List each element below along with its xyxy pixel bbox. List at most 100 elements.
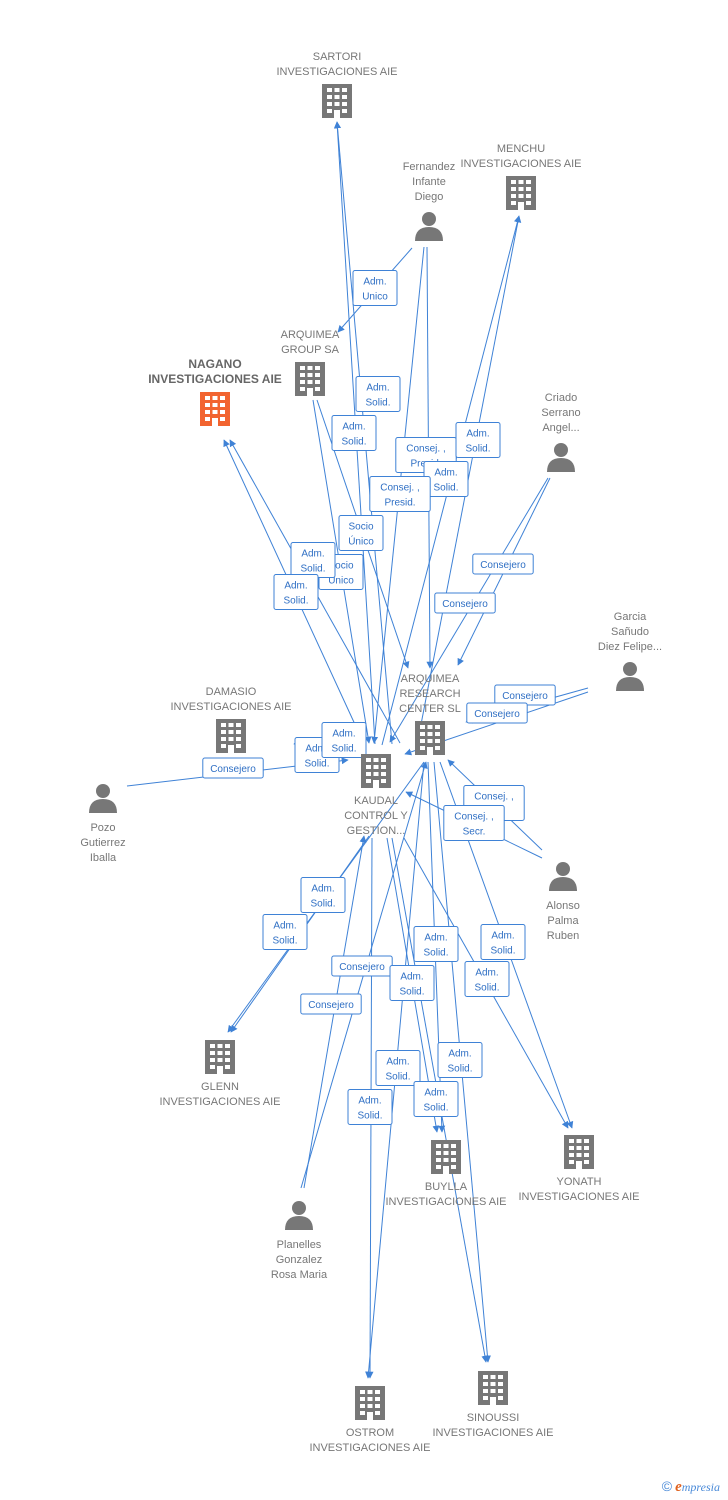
node-label-line: GROUP SA bbox=[281, 344, 340, 356]
edge-label-adm-unico[interactable]: Adm.Unico bbox=[352, 270, 398, 306]
edge-label-line: Consejero bbox=[308, 1000, 354, 1011]
node-criado[interactable]: CriadoSerranoAngel... bbox=[541, 392, 581, 472]
node-arquimea-group[interactable]: ARQUIMEA GROUP SA bbox=[281, 329, 340, 396]
node-label-line: Gutierrez bbox=[80, 837, 125, 849]
edge-label-line: Adm. bbox=[358, 1096, 381, 1107]
edge-label-line: Solid. bbox=[300, 564, 325, 575]
edge-label-line: Solid. bbox=[433, 483, 458, 494]
edge-label-line: Solid. bbox=[490, 946, 515, 957]
edge-label-line: Solid. bbox=[474, 983, 499, 994]
edge-label-line: Adm. bbox=[301, 549, 324, 560]
edge-label-consejero[interactable]: Consejero bbox=[472, 553, 534, 575]
edge-label-adm-solid[interactable]: Adm.Solid. bbox=[464, 961, 510, 997]
edge-label-line: Consej. , bbox=[474, 792, 513, 803]
edge-label-consej-secr[interactable]: Consej. ,Secr. bbox=[443, 805, 505, 841]
edge-label-adm-solid[interactable]: Adm.Solid. bbox=[300, 877, 346, 913]
edge-label-line: Adm. bbox=[284, 581, 307, 592]
edge-label-line: Adm. bbox=[332, 729, 355, 740]
building-icon bbox=[478, 1371, 508, 1405]
edge-label-line: Consejero bbox=[339, 962, 385, 973]
node-label-line: Diez Felipe... bbox=[598, 641, 662, 653]
building-icon bbox=[205, 1040, 235, 1074]
edge-label-consejero[interactable]: Consejero bbox=[331, 955, 393, 977]
edge-label-line: Solid. bbox=[365, 398, 390, 409]
node-sinoussi[interactable]: SINOUSSI INVESTIGACIONES AIE bbox=[432, 1371, 554, 1439]
edge-label-line: Solid. bbox=[283, 596, 308, 607]
edge-label-line: Solid. bbox=[331, 744, 356, 755]
edge-label-adm-solid[interactable]: Adm.Solid. bbox=[262, 914, 308, 950]
building-icon bbox=[216, 719, 246, 753]
edge-label-consejero[interactable]: Consejero bbox=[466, 702, 528, 724]
footer-brand[interactable]: © empresia bbox=[662, 1478, 720, 1496]
edge-label-adm-solid[interactable]: Adm.Solid. bbox=[347, 1089, 393, 1125]
edge-label-adm-solid[interactable]: Adm. Solid. bbox=[273, 574, 319, 610]
edge-label-consej-presid[interactable]: Consej. ,Presid. bbox=[369, 476, 431, 512]
node-label-line: Planelles bbox=[277, 1239, 322, 1251]
node-kaudal[interactable]: KAUDAL CONTROL Y GESTION... bbox=[344, 754, 408, 837]
edge-label-adm-solid[interactable]: Adm. Solid. bbox=[321, 722, 367, 758]
edge-label-adm-solid[interactable]: Adm.Solid. bbox=[389, 965, 435, 1001]
node-label-line: Palma bbox=[547, 915, 579, 927]
edge-label-line: Consejero bbox=[210, 764, 256, 775]
edge-label-line: Adm. bbox=[400, 972, 423, 983]
node-label-line: Sañudo bbox=[611, 626, 649, 638]
node-label-line: ARQUIMEA bbox=[281, 329, 340, 341]
edge-label-line: Adm. bbox=[273, 921, 296, 932]
node-label-line: GESTION... bbox=[347, 825, 406, 837]
node-label-line: INVESTIGACIONES AIE bbox=[159, 1096, 280, 1108]
node-label-line: DAMASIO bbox=[206, 686, 257, 698]
node-label-line: SINOUSSI bbox=[467, 1412, 520, 1424]
node-label-line: INVESTIGACIONES AIE bbox=[432, 1427, 553, 1439]
edge-label-line: Solid. bbox=[341, 437, 366, 448]
edge-label-consejero[interactable]: Consejero bbox=[300, 993, 362, 1015]
node-label-line: INVESTIGACIONES AIE bbox=[148, 372, 282, 386]
edge-label-adm-solid[interactable]: Adm.Solid. bbox=[331, 415, 377, 451]
edge-label-adm-solid[interactable]: Adm. Solid. bbox=[290, 542, 336, 578]
edge-label-line: Adm. bbox=[424, 1088, 447, 1099]
edge-label-line: Consej. , bbox=[454, 812, 493, 823]
edge-label-adm-solid[interactable]: Adm.Solid. bbox=[437, 1042, 483, 1078]
node-label-line: CONTROL Y bbox=[344, 810, 408, 822]
edge-label-consejero[interactable]: Consejero bbox=[202, 757, 264, 779]
edge-label-adm-solid[interactable]: Adm.Solid. bbox=[413, 926, 459, 962]
node-label-line: KAUDAL bbox=[354, 795, 398, 807]
edge-label-line: Adm. bbox=[363, 277, 386, 288]
edge-label-line: Adm. bbox=[386, 1057, 409, 1068]
edge-label-line: Solid. bbox=[423, 948, 448, 959]
building-icon bbox=[355, 1386, 385, 1420]
edge-label-line: Adm. bbox=[311, 884, 334, 895]
edge-label-line: Consejero bbox=[442, 599, 488, 610]
edge-label-line: Solid. bbox=[447, 1064, 472, 1075]
edge-label-consejero[interactable]: Consejero bbox=[434, 592, 496, 614]
edge-label-adm-solid[interactable]: Adm.Solid. bbox=[355, 376, 401, 412]
edge-label-line: Socio bbox=[328, 561, 353, 572]
building-icon bbox=[322, 84, 352, 118]
node-label-line: ARQUIMEA bbox=[401, 673, 460, 685]
edge-label-line: Adm. bbox=[466, 429, 489, 440]
edge-label-adm-solid[interactable]: Adm.Solid. bbox=[423, 461, 469, 497]
edge-label-adm-solid[interactable]: Adm.Solid. bbox=[413, 1081, 459, 1117]
edge-label-adm-solid[interactable]: Adm.Solid. bbox=[455, 422, 501, 458]
node-label-line: MENCHU bbox=[497, 143, 545, 155]
copyright-symbol: © bbox=[661, 1478, 673, 1494]
edge-label-consejero[interactable]: Consejero bbox=[494, 684, 556, 706]
edge-label-adm-solid[interactable]: Adm.Solid. bbox=[375, 1050, 421, 1086]
node-label-line: Alonso bbox=[546, 900, 580, 912]
edge-label-adm-solid[interactable]: Adm.Solid. bbox=[480, 924, 526, 960]
